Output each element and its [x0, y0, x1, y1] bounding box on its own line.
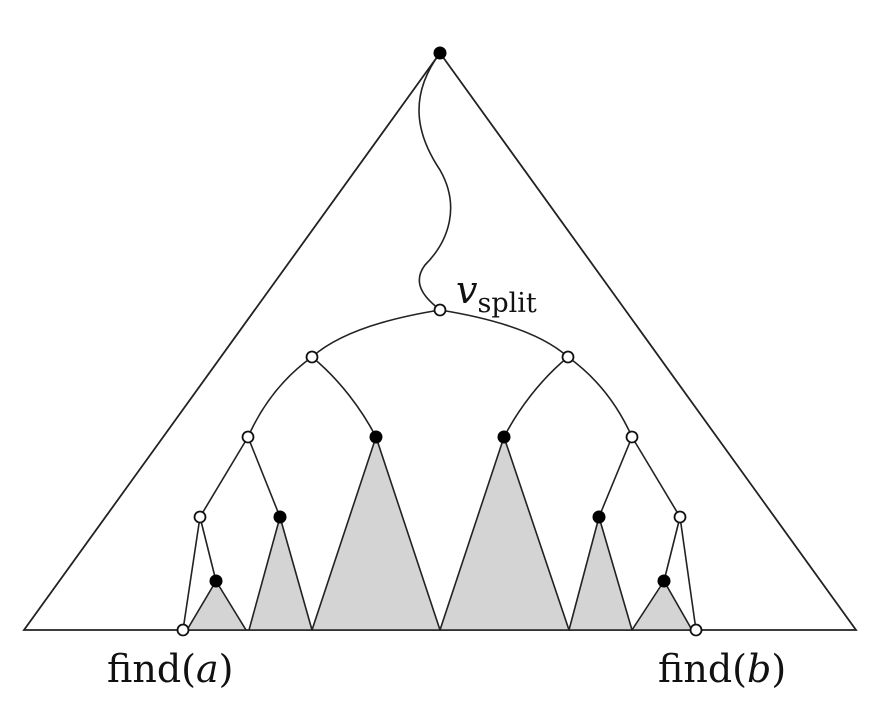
edge-left-l3-subtree	[199, 516, 217, 582]
split-label-var: v	[456, 268, 478, 312]
subtree-root-right-1	[657, 574, 671, 588]
edge-left-l1-subtree	[311, 356, 377, 438]
subtree-left-2	[247, 514, 314, 631]
subtree-root-right-3	[497, 430, 511, 444]
subtree-left-1	[185, 579, 248, 631]
split-node	[433, 303, 447, 317]
edge-right-r1-subtree	[503, 356, 569, 438]
left-path-node-1	[305, 350, 319, 364]
right-path-node-1	[561, 350, 575, 364]
subtree-left-3	[310, 434, 442, 631]
subtree-right-1	[630, 579, 694, 631]
subtree-root-left-1	[209, 574, 223, 588]
edge-right-r3-leaf	[679, 516, 697, 631]
subtree-right-2	[567, 514, 634, 631]
find-a-arg: a	[196, 647, 219, 691]
find-a-suffix: )	[219, 647, 234, 691]
root-node	[433, 46, 447, 60]
outer-tree-triangle	[22, 51, 858, 631]
edge-left-l3-leaf	[182, 516, 201, 631]
right-path-node-3	[673, 510, 687, 524]
left-path-node-2	[241, 430, 255, 444]
find-b-arg: b	[747, 647, 771, 691]
subtree-right-3	[438, 434, 571, 631]
find-b-prefix: find(	[658, 647, 747, 691]
edge-left-l1-l2	[247, 356, 313, 438]
root-to-split-path	[418, 52, 452, 311]
edge-left-l2-subtree	[247, 436, 281, 518]
subtree-root-left-3	[369, 430, 383, 444]
left-path-node-3	[193, 510, 207, 524]
find-a-prefix: find(	[107, 647, 196, 691]
edge-right-r3-subtree	[663, 516, 681, 582]
split-label-sub: split	[477, 288, 536, 319]
edge-right-r2-r3	[631, 436, 681, 518]
subtree-root-right-2	[592, 510, 606, 524]
edge-split-left	[311, 309, 441, 358]
edge-right-r2-subtree	[598, 436, 633, 518]
leaf-find-b-node	[689, 623, 703, 637]
find-a-label: find(a)	[107, 647, 233, 691]
edge-left-l2-l3	[199, 436, 249, 518]
subtree-root-left-2	[273, 510, 287, 524]
right-path-node-2	[625, 430, 639, 444]
split-label: vsplit	[456, 268, 537, 319]
leaf-find-a-node	[176, 623, 190, 637]
find-b-label: find(b)	[658, 647, 786, 691]
edge-right-r1-r2	[567, 356, 633, 438]
find-b-suffix: )	[771, 647, 786, 691]
edge-split-right	[439, 309, 569, 358]
